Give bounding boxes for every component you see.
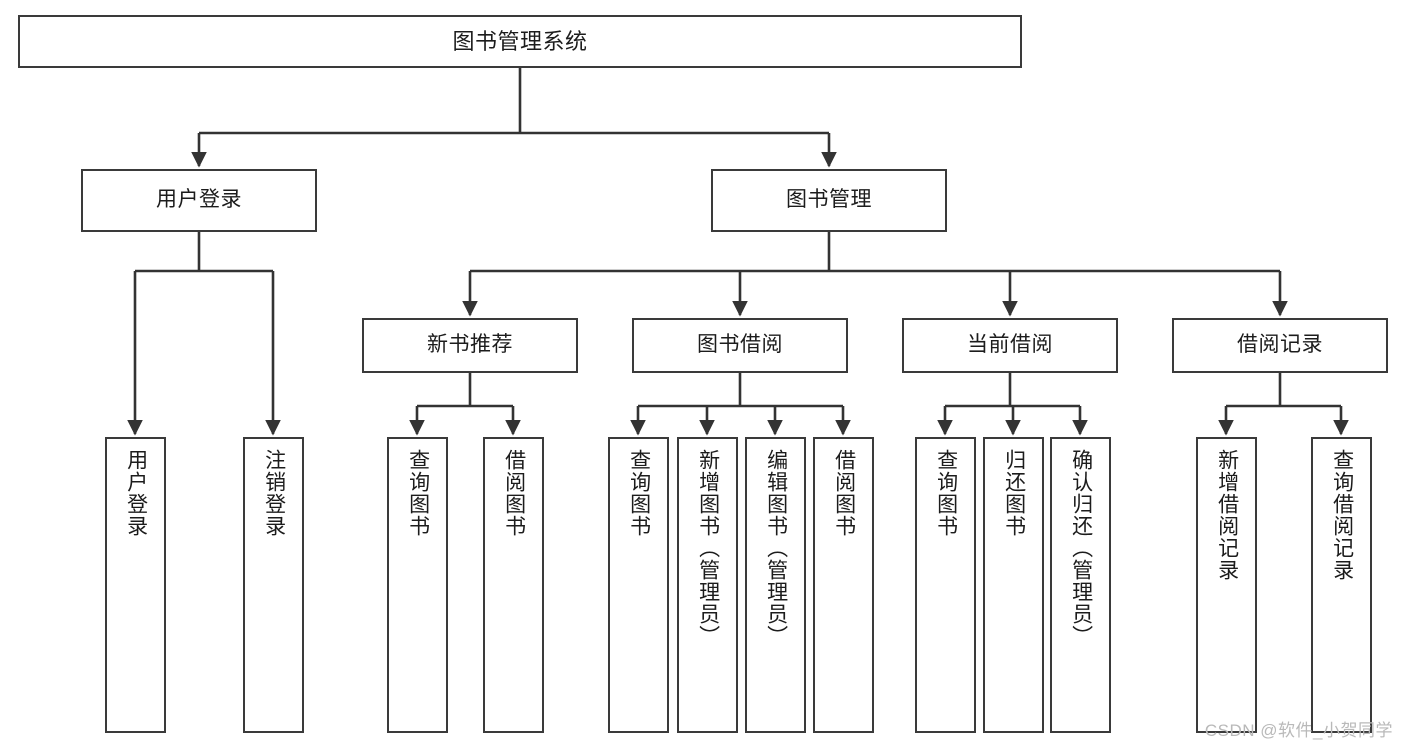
- node-borrow-record-label: 借阅记录: [1237, 333, 1323, 357]
- node-leaf-query-book-2-label: 查询图书: [627, 449, 651, 537]
- node-root-label: 图书管理系统: [452, 28, 588, 54]
- node-leaf-return-book-label: 归还图书: [1002, 449, 1026, 537]
- node-current-borrow-label: 当前借阅: [967, 333, 1053, 357]
- node-leaf-user-logout-label: 注销登录: [262, 449, 286, 537]
- node-leaf-add-book[interactable]: 新增图书（管理员）: [677, 437, 738, 733]
- node-leaf-query-book-3[interactable]: 查询图书: [915, 437, 976, 733]
- node-leaf-add-record-label: 新增借阅记录: [1215, 449, 1239, 581]
- node-new-book-rec-label: 新书推荐: [427, 333, 513, 357]
- node-leaf-borrow-book-2[interactable]: 借阅图书: [813, 437, 874, 733]
- node-leaf-add-record[interactable]: 新增借阅记录: [1196, 437, 1257, 733]
- node-current-borrow[interactable]: 当前借阅: [902, 318, 1118, 373]
- node-leaf-edit-book[interactable]: 编辑图书（管理员）: [745, 437, 806, 733]
- node-leaf-user-logout[interactable]: 注销登录: [243, 437, 304, 733]
- node-leaf-query-book-3-label: 查询图书: [934, 449, 958, 537]
- node-leaf-user-login[interactable]: 用户登录: [105, 437, 166, 733]
- node-book-manage[interactable]: 图书管理: [711, 169, 947, 232]
- node-leaf-borrow-book-2-label: 借阅图书: [832, 449, 856, 537]
- node-leaf-query-book-1[interactable]: 查询图书: [387, 437, 448, 733]
- node-user-login-label: 用户登录: [156, 188, 242, 212]
- node-leaf-query-book-1-label: 查询图书: [406, 449, 430, 537]
- node-root[interactable]: 图书管理系统: [18, 15, 1022, 68]
- node-leaf-query-record[interactable]: 查询借阅记录: [1311, 437, 1372, 733]
- node-leaf-confirm-return[interactable]: 确认归还（管理员）: [1050, 437, 1111, 733]
- node-borrow-record[interactable]: 借阅记录: [1172, 318, 1388, 373]
- node-leaf-query-record-label: 查询借阅记录: [1330, 449, 1354, 581]
- node-new-book-rec[interactable]: 新书推荐: [362, 318, 578, 373]
- node-leaf-query-book-2[interactable]: 查询图书: [608, 437, 669, 733]
- node-book-manage-label: 图书管理: [786, 188, 872, 212]
- node-leaf-confirm-return-label: 确认归还（管理员）: [1069, 449, 1093, 647]
- csdn-watermark: CSDN @软件_小贺同学: [1204, 721, 1393, 740]
- node-leaf-borrow-book-1[interactable]: 借阅图书: [483, 437, 544, 733]
- node-leaf-user-login-label: 用户登录: [124, 449, 148, 537]
- node-leaf-borrow-book-1-label: 借阅图书: [502, 449, 526, 537]
- node-leaf-edit-book-label: 编辑图书（管理员）: [764, 449, 788, 647]
- node-book-borrow-label: 图书借阅: [697, 333, 783, 357]
- node-book-borrow[interactable]: 图书借阅: [632, 318, 848, 373]
- node-user-login[interactable]: 用户登录: [81, 169, 317, 232]
- node-leaf-add-book-label: 新增图书（管理员）: [696, 449, 720, 647]
- node-leaf-return-book[interactable]: 归还图书: [983, 437, 1044, 733]
